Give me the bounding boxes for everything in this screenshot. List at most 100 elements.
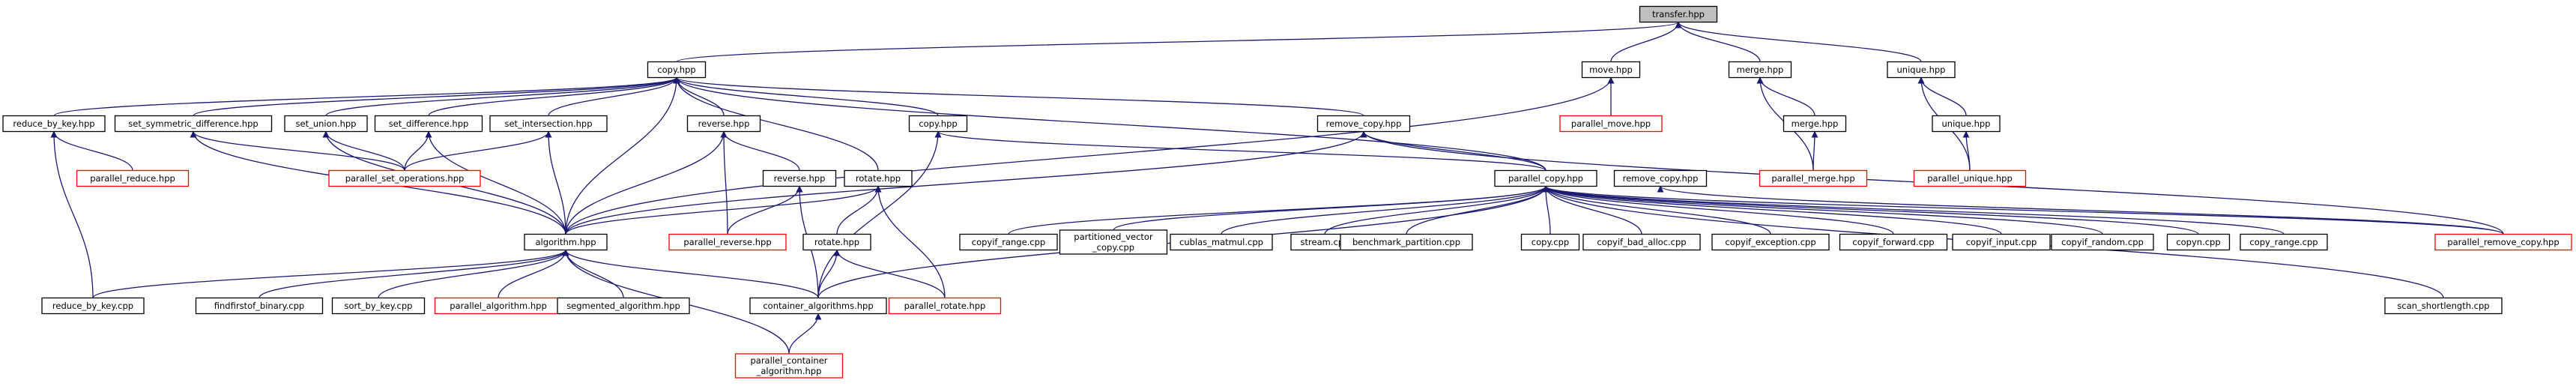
graph-node-findfirstof-binary[interactable]: findfirstof_binary.cpp <box>195 297 324 315</box>
graph-node-segmented-algorithm[interactable]: segmented_algorithm.hpp <box>557 297 690 315</box>
graph-node-sort-by-key[interactable]: sort_by_key.cpp <box>331 297 426 315</box>
graph-node-copyif-forward[interactable]: copyif_forward.cpp <box>1839 233 1948 251</box>
graph-node-parallel-unique[interactable]: parallel_unique.hpp <box>1913 169 2027 187</box>
node-label: parallel_reverse.hpp <box>683 237 771 247</box>
graph-node-copy[interactable]: copy.hpp <box>647 61 707 79</box>
graph-node-copyif-input[interactable]: copyif_input.cpp <box>1952 233 2051 251</box>
edge-arrow <box>498 249 569 298</box>
node-label: _copy.cpp <box>1092 242 1134 253</box>
graph-node-copyn[interactable]: copyn.cpp <box>2166 233 2231 251</box>
graph-node-parallel-move[interactable]: parallel_move.hpp <box>1559 115 1663 133</box>
edge-arrow <box>1756 76 1815 116</box>
graph-node-parallel-rotate[interactable]: parallel_rotate.hpp <box>888 297 1002 315</box>
edge-copyif-range-to-parallel-copy <box>1008 185 1549 235</box>
graph-node-copyif-bad-alloc[interactable]: copyif_bad_alloc.cpp <box>1582 233 1701 251</box>
edge-arrow <box>673 76 1364 117</box>
graph-node-copy2[interactable]: copy.hpp <box>908 115 968 133</box>
graph-node-algorithm[interactable]: algorithm.hpp <box>524 233 608 251</box>
graph-node-benchmark-partition[interactable]: benchmark_partition.cpp <box>1340 233 1473 251</box>
node-box <box>1059 229 1168 255</box>
graph-node-merge1[interactable]: merge.hpp <box>1728 61 1792 79</box>
graph-node-set-union[interactable]: set_union.hpp <box>284 115 368 133</box>
graph-node-parallel-set-ops[interactable]: parallel_set_operations.hpp <box>328 169 481 187</box>
graph-node-set-intersection[interactable]: set_intersection.hpp <box>489 115 608 133</box>
graph-node-remove-copy2[interactable]: remove_copy.hpp <box>1613 169 1708 187</box>
graph-node-reverse2[interactable]: reverse.hpp <box>762 169 837 187</box>
node-box <box>328 169 481 187</box>
node-box <box>1581 61 1641 79</box>
node-box <box>41 297 145 315</box>
graph-node-parallel-algorithm[interactable]: parallel_algorithm.hpp <box>434 297 563 315</box>
node-box <box>1783 115 1847 133</box>
graph-node-merge2[interactable]: merge.hpp <box>1783 115 1847 133</box>
graph-node-parallel-remove-copy[interactable]: parallel_remove_copy.hpp <box>2434 233 2572 251</box>
graph-node-unique1[interactable]: unique.hpp <box>1887 61 1956 79</box>
graph-node-move[interactable]: move.hpp <box>1581 61 1641 79</box>
edge-arrow <box>1657 185 2504 235</box>
node-label: parallel_container <box>750 355 827 366</box>
node-label: remove_copy.hpp <box>1623 173 1699 184</box>
graph-node-scan-shortlength[interactable]: scan_shortlength.cpp <box>2384 297 2503 315</box>
edge-parallel-set-ops-to-set-union <box>322 130 405 171</box>
graph-node-container-algorithms[interactable]: container_algorithms.hpp <box>749 297 887 315</box>
graph-node-unique2[interactable]: unique.hpp <box>1932 115 2001 133</box>
graph-node-rotate1[interactable]: rotate.hpp <box>844 169 913 187</box>
node-label: parallel_unique.hpp <box>1927 173 2013 184</box>
node-label: reduce_by_key.hpp <box>13 118 94 129</box>
edge-arrow <box>548 76 680 116</box>
edge-arrow <box>1542 185 2285 235</box>
graph-node-rotate2[interactable]: rotate.hpp <box>802 233 871 251</box>
node-label: copy.cpp <box>1532 237 1569 247</box>
edge-arrow <box>325 76 680 117</box>
edge-reverse2-to-reverse1 <box>720 130 800 171</box>
graph-node-parallel-reverse[interactable]: parallel_reverse.hpp <box>668 233 787 251</box>
edge-arrow <box>836 185 882 235</box>
graph-node-parallel-reduce[interactable]: parallel_reduce.hpp <box>76 169 190 187</box>
graph-node-reverse1[interactable]: reverse.hpp <box>686 115 761 133</box>
edge-arrow <box>1542 185 2103 235</box>
edge-arrow <box>50 130 94 298</box>
graph-node-parallel-copy[interactable]: parallel_copy.hpp <box>1494 169 1597 187</box>
edge-parallel-copy-to-remove-copy1 <box>1360 130 1546 171</box>
edge-parallel-copy-to-copy <box>673 76 1546 171</box>
edge-arrow <box>1008 185 1549 235</box>
graph-node-parallel-merge[interactable]: parallel_merge.hpp <box>1759 169 1868 187</box>
node-label: unique.hpp <box>1942 118 1991 129</box>
node-box <box>1170 233 1273 251</box>
graph-node-copy-range[interactable]: copy_range.cpp <box>2240 233 2328 251</box>
edge-sort-by-key-to-algorithm <box>378 249 569 298</box>
graph-node-set-symdiff[interactable]: set_symmetric_difference.hpp <box>114 115 273 133</box>
graph-node-partitioned-vector-copy[interactable]: partitioned_vector_copy.cpp <box>1059 229 1168 255</box>
graph-node-copyif-range[interactable]: copyif_range.cpp <box>959 233 1058 251</box>
node-label: parallel_move.hpp <box>1571 118 1651 129</box>
node-label: _algorithm.hpp <box>756 366 822 376</box>
graph-node-transfer[interactable]: transfer.hpp <box>1639 5 1718 23</box>
node-box <box>2240 233 2328 251</box>
edge-container-algorithms-to-algorithm <box>562 249 819 298</box>
graph-node-copy-cpp[interactable]: copy.cpp <box>1520 233 1580 251</box>
edge-arrow <box>565 130 728 235</box>
node-box <box>908 115 968 133</box>
edge-arrow <box>378 249 569 298</box>
graph-node-copyif-exception[interactable]: copyif_exception.cpp <box>1711 233 1830 251</box>
node-label: remove_copy.hpp <box>1326 118 1402 129</box>
edge-copy2-to-copy <box>673 76 939 117</box>
edge-copyn-to-parallel-copy <box>1542 185 2199 235</box>
node-label: parallel_remove_copy.hpp <box>2447 237 2559 247</box>
graph-node-remove-copy1[interactable]: remove_copy.hpp <box>1316 115 1411 133</box>
graph-node-reduce-by-key-cpp[interactable]: reduce_by_key.cpp <box>41 297 145 315</box>
node-label: merge.hpp <box>1792 118 1839 129</box>
edge-arrow <box>562 249 624 298</box>
graph-node-copyif-random[interactable]: copyif_random.cpp <box>2051 233 2154 251</box>
node-label: copyif_bad_alloc.cpp <box>1597 237 1686 247</box>
edge-container-algorithms-to-rotate2 <box>817 249 841 298</box>
node-box <box>647 61 707 79</box>
graph-node-reduce-by-key[interactable]: reduce_by_key.hpp <box>2 115 106 133</box>
edge-arrow <box>322 130 405 171</box>
edge-partitioned-vector-copy-to-parallel-copy <box>1113 185 1549 231</box>
edge-algorithm-to-set-difference <box>425 130 566 235</box>
graph-node-parallel-container-algorithm[interactable]: parallel_container_algorithm.hpp <box>734 353 844 379</box>
graph-node-cublas-matmul[interactable]: cublas_matmul.cpp <box>1170 233 1273 251</box>
edge-layer <box>50 21 2504 355</box>
graph-node-set-difference[interactable]: set_difference.hpp <box>374 115 483 133</box>
